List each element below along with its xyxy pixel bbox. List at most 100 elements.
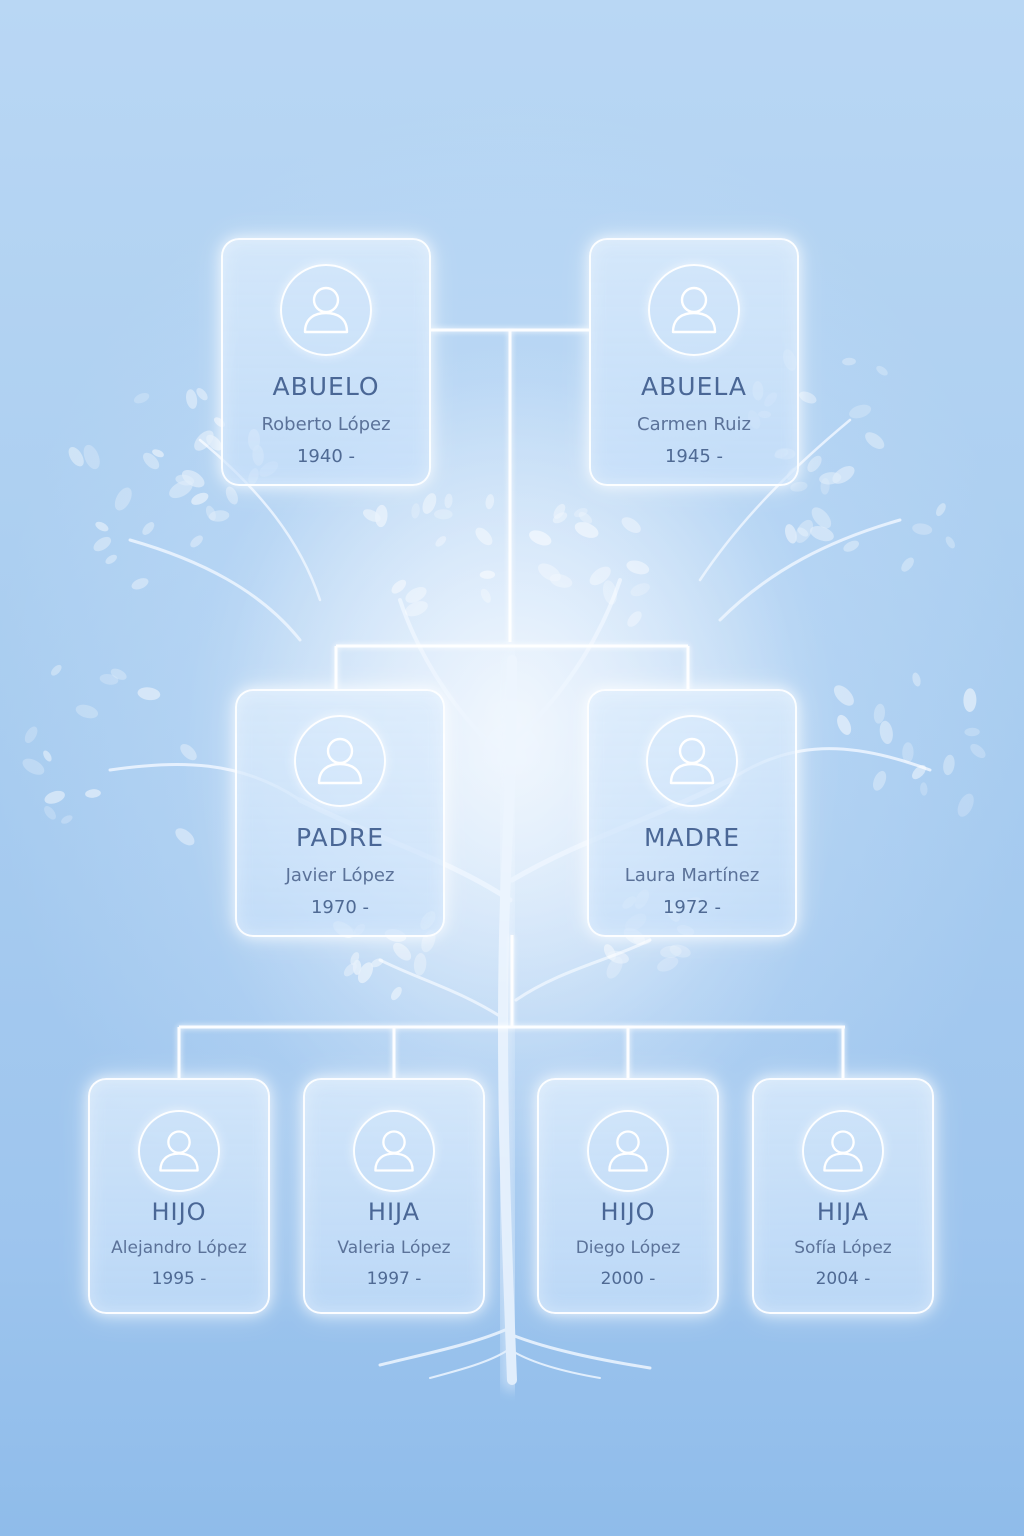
leaf — [391, 986, 402, 1001]
leaf — [876, 365, 888, 376]
leaf — [404, 601, 428, 617]
person-years: 1940 - — [296, 446, 356, 467]
person-years: 1972 - — [662, 897, 722, 918]
person-name: Carmen Ruiz — [637, 414, 751, 435]
leaf — [405, 586, 427, 603]
person-years: 1997 - — [366, 1269, 422, 1289]
leaf — [114, 487, 132, 511]
person-name: Sofía López — [794, 1238, 892, 1258]
leaf — [137, 687, 161, 701]
person-role: HIJO — [151, 1198, 207, 1226]
person-card-madre[interactable]: MADRE Laura Martínez 1972 - — [587, 689, 797, 937]
leaf — [206, 434, 223, 451]
person-card-abuela[interactable]: ABUELA Carmen Ruiz 1945 - — [589, 238, 799, 486]
leaf — [626, 560, 650, 575]
user-silhouette-icon — [802, 1110, 884, 1192]
leaf — [180, 744, 197, 761]
leaf — [901, 557, 914, 572]
leaf — [68, 447, 84, 467]
leaf — [181, 469, 205, 488]
leaf — [435, 536, 447, 547]
leaf — [606, 957, 623, 979]
leaf — [175, 828, 195, 846]
person-role: HIJA — [367, 1198, 421, 1226]
leaf — [375, 504, 388, 528]
user-silhouette-icon — [648, 264, 740, 356]
leaf — [343, 962, 357, 977]
leaf — [970, 743, 986, 759]
leaf — [391, 579, 407, 594]
person-card-abuelo[interactable]: ABUELO Roberto López 1940 - — [221, 238, 431, 486]
person-name: Alejandro López — [111, 1238, 247, 1258]
leaf — [205, 505, 216, 521]
leaf — [475, 527, 493, 546]
leaf — [61, 815, 73, 824]
leaf — [552, 512, 568, 524]
leaf — [51, 664, 62, 676]
person-card-padre[interactable]: PADRE Javier López 1970 - — [235, 689, 445, 937]
leaf — [175, 474, 195, 486]
leaf — [43, 750, 52, 762]
leaf — [799, 391, 817, 404]
leaf — [633, 934, 652, 945]
person-card-hija-2[interactable]: HIJA Sofía López 2004 - — [752, 1078, 934, 1314]
person-role: HIJO — [600, 1198, 656, 1226]
leaf — [589, 566, 611, 586]
person-name: Javier López — [285, 865, 395, 886]
leaf — [350, 952, 360, 966]
leaf — [807, 455, 822, 473]
person-card-hija-1[interactable]: HIJA Valeria López 1997 - — [303, 1078, 485, 1314]
leaf — [538, 563, 561, 582]
leaf — [169, 480, 193, 499]
person-card-hijo-1[interactable]: HIJO Alejandro López 1995 - — [88, 1078, 270, 1314]
leaf — [912, 672, 921, 687]
leaf — [578, 511, 593, 524]
leaf — [479, 570, 496, 579]
person-card-hijo-2[interactable]: HIJO Diego López 2000 - — [537, 1078, 719, 1314]
leaf — [957, 793, 974, 817]
person-name: Laura Martínez — [624, 865, 760, 886]
leaf — [110, 668, 127, 680]
leaf — [422, 493, 437, 514]
person-role: ABUELA — [641, 372, 747, 401]
leaf — [607, 950, 629, 964]
leaf — [22, 758, 45, 775]
leaf — [186, 389, 198, 409]
user-silhouette-icon — [353, 1110, 435, 1192]
leaf — [660, 945, 682, 958]
user-silhouette-icon — [646, 715, 738, 807]
leaf — [434, 509, 453, 520]
leaf — [190, 535, 203, 548]
leaf — [24, 726, 38, 744]
leaf — [480, 588, 491, 603]
leaf — [964, 727, 980, 737]
leaf — [529, 530, 552, 546]
leaf — [936, 503, 946, 517]
user-silhouette-icon — [138, 1110, 220, 1192]
leaf — [912, 765, 926, 780]
user-silhouette-icon — [280, 264, 372, 356]
leaf — [191, 492, 209, 505]
leaf — [811, 507, 832, 529]
leaf — [627, 611, 642, 627]
leaf — [413, 953, 427, 976]
leaf — [809, 526, 834, 542]
leaf — [902, 742, 914, 763]
leaf — [797, 527, 809, 537]
leaf — [574, 522, 599, 538]
leaf — [912, 523, 933, 535]
leaf — [657, 957, 679, 972]
person-years: 1945 - — [664, 446, 724, 467]
leaf — [943, 754, 955, 776]
leaf — [849, 404, 872, 419]
leaf — [837, 714, 852, 735]
leaf — [920, 782, 928, 796]
leaf — [669, 944, 691, 958]
leaf — [549, 573, 573, 588]
person-years: 1970 - — [310, 897, 370, 918]
leaf — [795, 519, 814, 543]
leaf — [44, 790, 65, 804]
leaf — [621, 517, 641, 533]
leaf — [485, 494, 495, 510]
leaf — [963, 688, 977, 712]
